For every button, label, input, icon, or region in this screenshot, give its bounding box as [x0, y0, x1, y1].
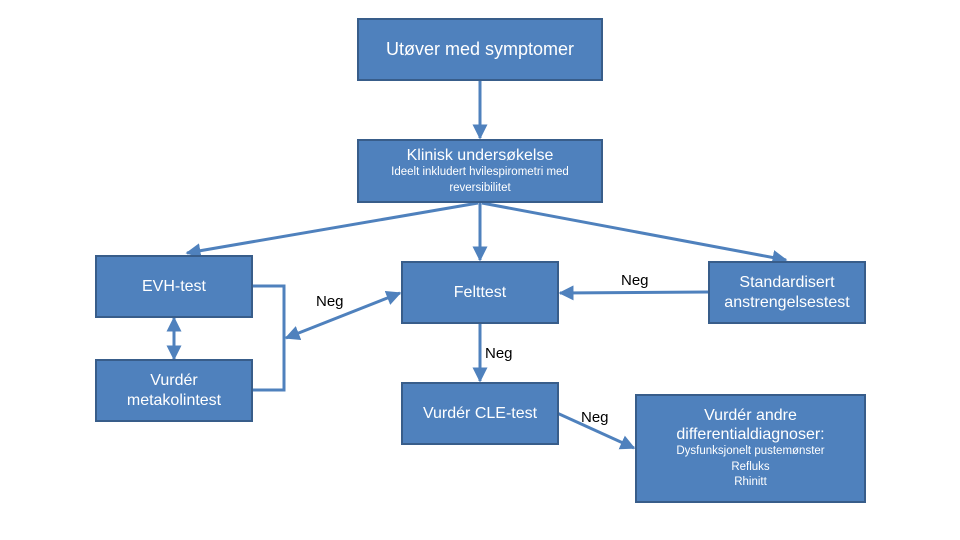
node-felttest-label: Felttest	[453, 283, 507, 301]
edge-cle-to-andre	[556, 411, 636, 450]
node-andre-item-1: Dysfunksjonelt pustemønster	[676, 445, 825, 458]
node-standard: Standardisert anstrengelsestest	[708, 261, 866, 324]
edge-label-neg-right: Neg	[621, 272, 649, 289]
node-metakolin: Vurdér metakolintest	[95, 359, 253, 422]
node-andre-item-2: Refluks	[731, 460, 770, 473]
node-felttest: Felttest	[401, 261, 559, 324]
node-clinical-sub-1: Ideelt inkludert hvilespirometri med	[391, 166, 569, 179]
node-andre-line2: differentialdiagnoser:	[676, 426, 825, 444]
edge-standard-to-felttest	[558, 285, 709, 301]
node-start-label: Utøver med symptomer	[385, 38, 575, 59]
node-andre: Vurdér andre differentialdiagnoser: Dysf…	[635, 394, 866, 503]
edge-bracket-felttest	[284, 290, 402, 341]
node-cle-label: Vurdér CLE-test	[422, 404, 538, 422]
edge-clinical-to-standard	[481, 201, 788, 265]
node-clinical-sub-2: reversibilitet	[449, 181, 511, 194]
node-standard-line2: anstrengelsestest	[724, 293, 850, 311]
bracket-evh-metakolin	[252, 284, 286, 392]
node-start: Utøver med symptomer	[357, 18, 603, 81]
edge-label-neg-down: Neg	[485, 345, 513, 362]
node-evh: EVH-test	[95, 255, 253, 318]
node-evh-label: EVH-test	[141, 277, 206, 295]
node-standard-line1: Standardisert	[739, 274, 835, 292]
edge-label-neg-left: Neg	[316, 293, 344, 310]
node-andre-item-3: Rhinitt	[734, 476, 767, 489]
node-metakolin-line2: metakolintest	[126, 391, 222, 409]
node-clinical-label: Klinisk undersøkelse	[406, 146, 554, 164]
edge-clinical-to-evh	[185, 201, 479, 259]
edge-label-neg-cle: Neg	[581, 409, 609, 426]
node-cle: Vurdér CLE-test	[401, 382, 559, 445]
node-clinical: Klinisk undersøkelse Ideelt inkludert hv…	[357, 139, 603, 203]
node-metakolin-line1: Vurdér	[150, 372, 198, 390]
node-andre-line1: Vurdér andre	[704, 407, 797, 425]
